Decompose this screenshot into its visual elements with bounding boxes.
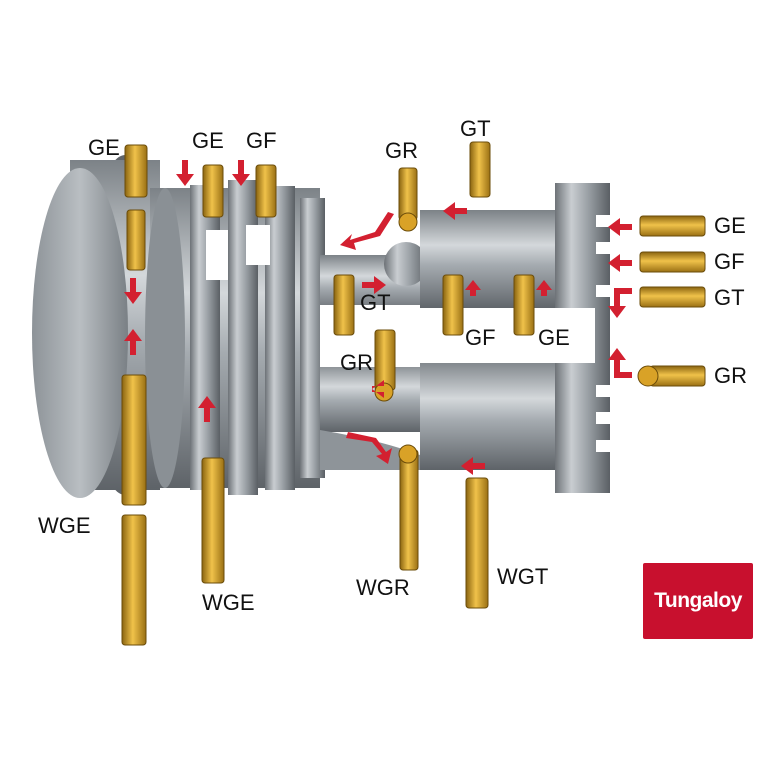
insert-ge-right <box>639 215 706 237</box>
insert-gf-right <box>639 251 706 273</box>
insert-ge-center <box>513 274 535 336</box>
insert-ge-top-mid <box>202 164 224 218</box>
insert-wge-left-lower <box>121 514 147 646</box>
arrow-up-2 <box>198 396 216 422</box>
right-body <box>420 183 616 493</box>
arrow-down-3 <box>124 278 142 304</box>
arrow-left-1 <box>608 218 632 236</box>
insert-ge-top-left <box>124 144 148 198</box>
label-ge-center: GE <box>538 325 570 350</box>
insert-gf-center <box>442 274 464 336</box>
arrow-curve-wgr <box>346 432 392 464</box>
label-gr-top: GR <box>385 138 418 163</box>
arrow-left-gr-center <box>372 380 384 398</box>
insert-wgr <box>399 449 419 571</box>
insert-gr-right-tip <box>637 365 659 387</box>
label-gf-top: GF <box>246 128 277 153</box>
label-ge-right: GE <box>714 213 746 238</box>
label-wge-left: WGE <box>38 513 91 538</box>
arrow-up-ge <box>536 280 552 296</box>
label-gt-center: GT <box>360 290 391 315</box>
insert-wgr-tip <box>398 444 418 464</box>
insert-gf-top <box>255 164 277 218</box>
arrow-turn-gt <box>608 288 632 318</box>
arrow-down-2 <box>232 160 250 186</box>
label-gf-center: GF <box>465 325 496 350</box>
label-gr-center: GR <box>340 350 373 375</box>
arrow-curve-gr-top <box>340 212 394 250</box>
label-gf-right: GF <box>714 249 745 274</box>
feed-arrows <box>124 160 632 475</box>
arrow-up-1 <box>124 329 142 355</box>
label-gr-right: GR <box>714 363 747 388</box>
label-ge-top-left: GE <box>88 135 120 160</box>
insert-wge-left-upper <box>121 374 147 506</box>
insert-wgt <box>465 477 489 609</box>
insert-gt-top <box>469 141 491 198</box>
logo-text: Tungaloy <box>654 589 742 612</box>
arrow-left-wgt <box>461 457 485 475</box>
arrow-left-2 <box>608 254 632 272</box>
insert-gr-top-tip <box>398 212 418 232</box>
label-wgt: WGT <box>497 564 549 589</box>
label-gt-right: GT <box>714 285 745 310</box>
tungaloy-logo: Tungaloy <box>643 563 753 639</box>
insert-gr-top <box>398 167 418 221</box>
label-wge-mid: WGE <box>202 590 255 615</box>
label-gt-top: GT <box>460 116 491 141</box>
label-wgr: WGR <box>356 575 410 600</box>
insert-gt-center <box>333 274 355 336</box>
insert-wge-mid <box>201 457 225 584</box>
insert-ge-left-upper <box>126 209 146 271</box>
arrow-left-gt <box>443 202 467 220</box>
insert-gt-right <box>639 286 706 308</box>
label-ge-top-mid: GE <box>192 128 224 153</box>
arrow-down-1 <box>176 160 194 186</box>
arrow-turn-gr <box>608 348 632 378</box>
flange-stack <box>145 180 325 495</box>
arrow-right-gt-center <box>362 276 386 294</box>
arrow-up-gf <box>465 280 481 296</box>
insert-gr-center <box>374 329 396 391</box>
